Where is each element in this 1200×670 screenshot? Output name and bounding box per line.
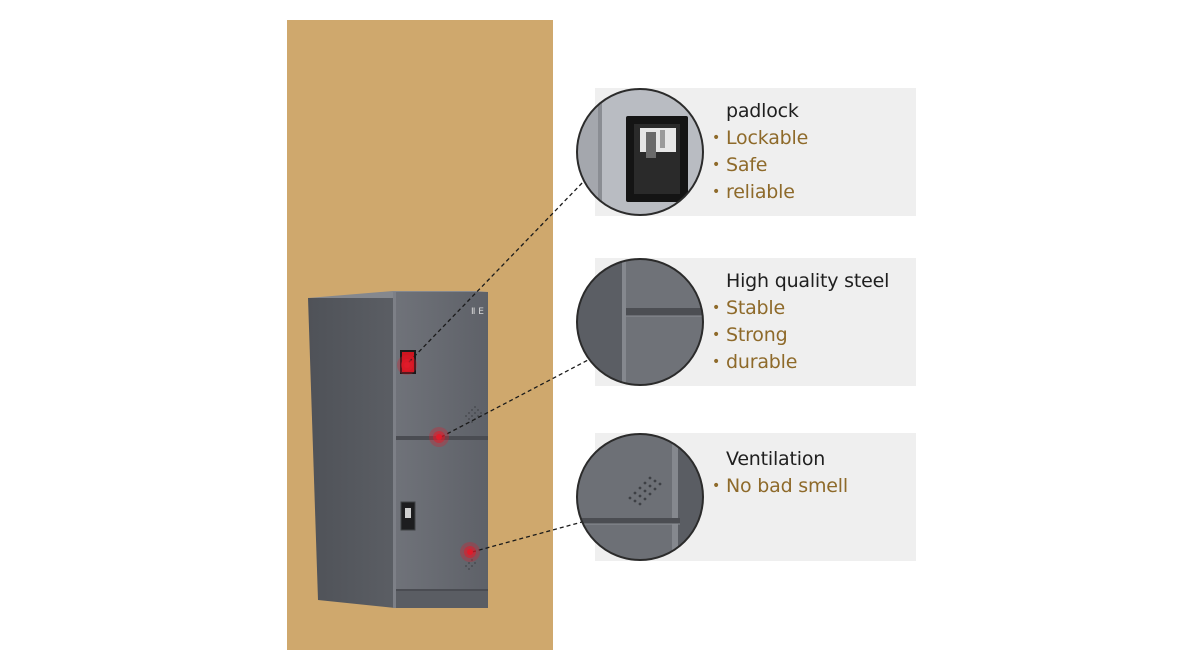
bullet-dot-icon: • xyxy=(712,130,721,146)
cabinet-side xyxy=(308,298,395,608)
bullet-text: No bad smell xyxy=(726,475,848,497)
feature-bullet: • Safe xyxy=(712,152,808,179)
cabinet-brand-mark: Ⅱ E xyxy=(471,307,484,317)
bullet-dot-icon: • xyxy=(712,157,721,173)
cabinet-front-edge xyxy=(393,292,396,608)
lower-lock-latch xyxy=(405,508,411,518)
filing-cabinet: Ⅱ E xyxy=(308,291,488,608)
bullet-text: Strong xyxy=(726,324,788,346)
feature-bullet: • reliable xyxy=(712,179,808,206)
hotspot-padlock[interactable] xyxy=(397,355,417,375)
feature-bullet: • durable xyxy=(712,349,889,376)
cabinet-base xyxy=(396,590,488,608)
bullet-dot-icon: • xyxy=(712,300,721,316)
bullet-dot-icon: • xyxy=(712,354,721,370)
feature-bullet: • Strong xyxy=(712,322,889,349)
bullet-text: Safe xyxy=(726,154,768,176)
feature-title: High quality steel xyxy=(726,270,890,292)
hotspot-steel[interactable] xyxy=(429,427,449,447)
padlock-closeup-icon xyxy=(576,88,704,216)
feature-bullet: • Lockable xyxy=(712,125,808,152)
feature-bullet-list: • Stable • Strong • durable xyxy=(712,295,889,376)
bullet-dot-icon: • xyxy=(712,184,721,200)
bullet-dot-icon: • xyxy=(712,478,721,494)
feature-bullet: • Stable xyxy=(712,295,889,322)
callout-lines xyxy=(408,179,589,553)
bullet-dot-icon: • xyxy=(712,327,721,343)
feature-bullet: • No bad smell xyxy=(712,473,848,500)
steel-door-closeup-icon xyxy=(576,258,704,386)
callout-line-ventilation xyxy=(471,521,583,553)
bullet-text: Lockable xyxy=(726,127,809,149)
callout-line-padlock xyxy=(408,179,586,363)
upper-vent-holes xyxy=(465,406,482,423)
feature-padlock: padlock • Lockable • Safe • reliable xyxy=(712,98,808,206)
vent-holes-closeup-icon xyxy=(576,433,704,561)
feature-bullet-list: • Lockable • Safe • reliable xyxy=(712,125,808,206)
feature-title: Ventilation xyxy=(726,448,826,470)
feature-steel: High quality steel • Stable • Strong • dura… xyxy=(712,268,889,376)
bullet-text: Stable xyxy=(726,297,785,319)
hotspot-ventilation[interactable] xyxy=(460,542,480,562)
feature-ventilation: Ventilation • No bad smell xyxy=(712,446,848,500)
bullet-text: durable xyxy=(726,351,798,373)
feature-title: padlock xyxy=(726,100,799,122)
bullet-text: reliable xyxy=(726,181,795,203)
lower-vent-holes xyxy=(465,559,476,570)
feature-bullet-list: • No bad smell xyxy=(712,473,848,500)
